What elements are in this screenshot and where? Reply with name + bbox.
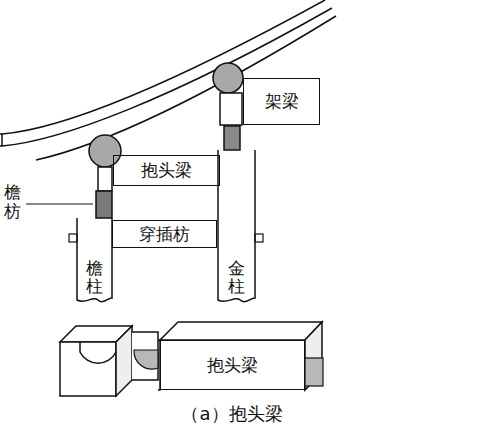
beam-box: 架梁 (243, 78, 320, 125)
pin (255, 234, 263, 242)
beam-label: 穿插枋 (139, 224, 190, 244)
post (220, 93, 242, 125)
column-label: 檐柱 (86, 259, 103, 296)
roof-line (36, 16, 336, 160)
beam-box: 抱头梁 (160, 340, 305, 390)
column-outline (77, 218, 112, 302)
beam-top (160, 322, 322, 340)
beam-label: 抱头梁 (207, 355, 258, 375)
block-front (60, 342, 116, 396)
roof-line (2, 8, 332, 146)
eave-tie-block (96, 191, 112, 218)
pin (69, 234, 77, 242)
part-label: 檐枋 (4, 183, 21, 220)
column: 檐柱 (77, 218, 112, 304)
beam-label: 架梁 (265, 91, 299, 111)
roof-line (2, 0, 325, 134)
tenon-cut (134, 350, 158, 369)
tenon (132, 332, 158, 380)
end-tenon (305, 358, 323, 386)
roof-end (0, 134, 2, 146)
figure-caption: （a）抱头梁 (181, 402, 282, 426)
beam-box: 穿插枋 (112, 220, 217, 248)
beam-label: 抱头梁 (141, 160, 192, 180)
purlin (213, 63, 243, 93)
post (98, 167, 112, 191)
column-outline (218, 150, 255, 302)
beam-end (305, 322, 322, 390)
block (224, 126, 240, 150)
block-cut (80, 342, 116, 363)
block-side (116, 326, 132, 396)
column-label: 金柱 (228, 259, 245, 296)
beam-box: 抱头梁 (113, 155, 220, 186)
leader-line (26, 204, 93, 205)
column: 金柱 (218, 150, 255, 304)
purlin (89, 135, 121, 167)
